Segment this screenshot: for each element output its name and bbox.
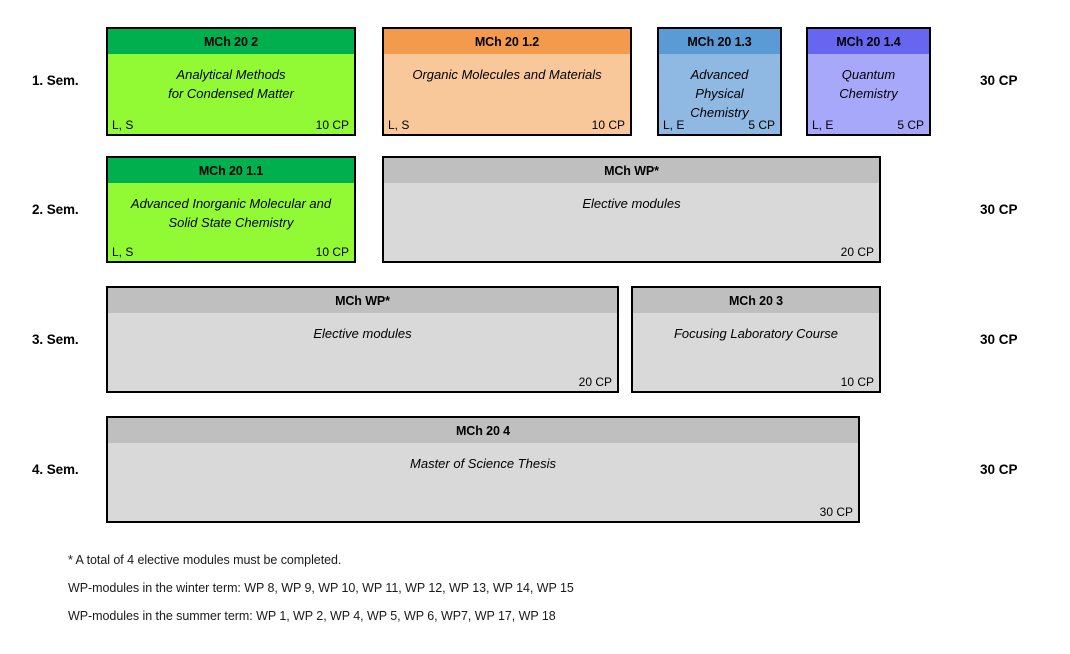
module-code: MCh WP* <box>108 288 617 313</box>
module-body: Advanced Inorganic Molecular and Solid S… <box>108 183 354 261</box>
module-box-mch-20-4[interactable]: MCh 20 4 Master of Science Thesis 30 CP <box>106 416 860 523</box>
module-credits: 5 CP <box>748 118 775 132</box>
module-teaching-forms: L, S <box>112 245 134 259</box>
module-title: Analytical Methods for Condensed Matter <box>168 67 294 101</box>
module-code: MCh 20 1.3 <box>659 29 780 54</box>
module-title: Advanced Inorganic Molecular and Solid S… <box>130 196 332 230</box>
module-title: Focusing Laboratory Course <box>673 326 839 341</box>
module-body: Elective modules 20 CP <box>384 183 879 261</box>
module-code: MCh WP* <box>384 158 879 183</box>
module-credits: 20 CP <box>578 375 612 389</box>
module-credits: 10 CP <box>315 245 349 259</box>
module-code: MCh 20 3 <box>633 288 879 313</box>
module-credits: 30 CP <box>819 505 853 519</box>
module-box-mch-20-1-3[interactable]: MCh 20 1.3 Advanced Physical Chemistry L… <box>657 27 782 136</box>
module-title: Master of Science Thesis <box>410 456 556 471</box>
module-teaching-forms: L, S <box>112 118 134 132</box>
semester-label-3: 3. Sem. <box>32 332 79 347</box>
module-credits: 10 CP <box>591 118 625 132</box>
module-code: MCh 20 2 <box>108 29 354 54</box>
module-box-mch-wp-sem3[interactable]: MCh WP* Elective modules 20 CP <box>106 286 619 393</box>
module-credits: 10 CP <box>315 118 349 132</box>
row-total-credits-1: 30 CP <box>980 73 1018 88</box>
module-code: MCh 20 1.1 <box>108 158 354 183</box>
module-code: MCh 20 1.4 <box>808 29 929 54</box>
module-code: MCh 20 4 <box>108 418 858 443</box>
module-body: Focusing Laboratory Course 10 CP <box>633 313 879 391</box>
module-box-mch-20-1-2[interactable]: MCh 20 1.2 Organic Molecules and Materia… <box>382 27 632 136</box>
module-body: Master of Science Thesis 30 CP <box>108 443 858 521</box>
module-credits: 10 CP <box>840 375 874 389</box>
module-title: Quantum Chemistry <box>839 67 898 101</box>
footnote-winter-term-modules: WP-modules in the winter term: WP 8, WP … <box>68 581 574 595</box>
module-code: MCh 20 1.2 <box>384 29 630 54</box>
semester-label-2: 2. Sem. <box>32 202 79 217</box>
module-credits: 5 CP <box>897 118 924 132</box>
module-title: Elective modules <box>582 196 681 211</box>
module-teaching-forms: L, E <box>663 118 685 132</box>
module-title: Organic Molecules and Materials <box>412 67 602 82</box>
module-title: Advanced Physical Chemistry <box>690 67 749 120</box>
row-total-credits-2: 30 CP <box>980 202 1018 217</box>
module-body: Advanced Physical Chemistry L, E 5 CP <box>659 54 780 134</box>
row-total-credits-4: 30 CP <box>980 462 1018 477</box>
module-box-mch-20-1-1[interactable]: MCh 20 1.1 Advanced Inorganic Molecular … <box>106 156 356 263</box>
module-credits: 20 CP <box>840 245 874 259</box>
footnote-summer-term-modules: WP-modules in the summer term: WP 1, WP … <box>68 609 556 623</box>
module-box-mch-20-2[interactable]: MCh 20 2 Analytical Methods for Condense… <box>106 27 356 136</box>
row-total-credits-3: 30 CP <box>980 332 1018 347</box>
module-body: Elective modules 20 CP <box>108 313 617 391</box>
module-box-mch-wp-sem2[interactable]: MCh WP* Elective modules 20 CP <box>382 156 881 263</box>
module-box-mch-20-3[interactable]: MCh 20 3 Focusing Laboratory Course 10 C… <box>631 286 881 393</box>
module-title: Elective modules <box>313 326 412 341</box>
semester-label-4: 4. Sem. <box>32 462 79 477</box>
module-body: Organic Molecules and Materials L, S 10 … <box>384 54 630 134</box>
module-box-mch-20-1-4[interactable]: MCh 20 1.4 Quantum Chemistry L, E 5 CP <box>806 27 931 136</box>
module-teaching-forms: L, E <box>812 118 834 132</box>
module-teaching-forms: L, S <box>388 118 410 132</box>
footnote-elective-requirement: * A total of 4 elective modules must be … <box>68 553 342 567</box>
module-body: Analytical Methods for Condensed Matter … <box>108 54 354 134</box>
module-body: Quantum Chemistry L, E 5 CP <box>808 54 929 134</box>
semester-label-1: 1. Sem. <box>32 73 79 88</box>
